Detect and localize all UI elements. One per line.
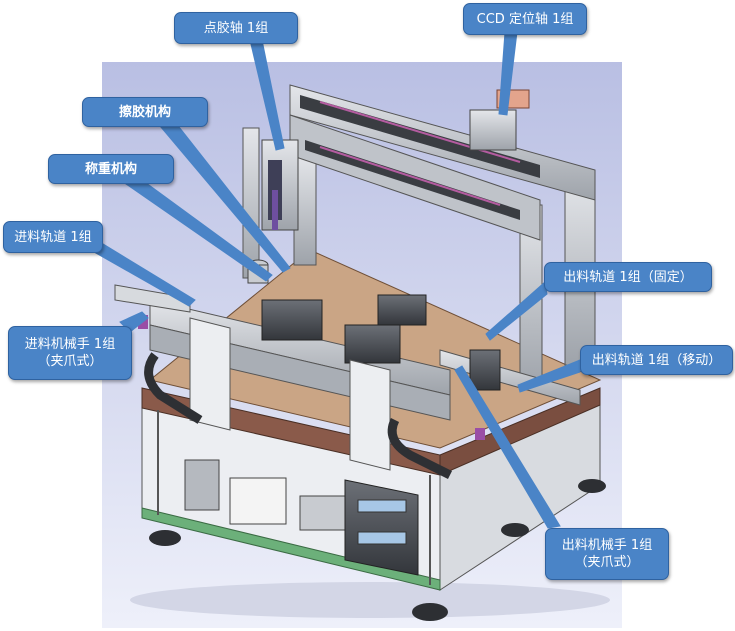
- callout-infeed-gripper: 进料机械手 1组 （夹爪式）: [8, 326, 132, 380]
- callout-outfeed-track-fixed: 出料轨道 1组（固定）: [544, 262, 712, 292]
- callout-infeed-track: 进料轨道 1组: [3, 221, 103, 253]
- floor-shadow: [130, 582, 610, 618]
- callout-outfeed-track-moving: 出料轨道 1组（移动）: [580, 345, 733, 375]
- callout-wipe-mechanism: 擦胶机构: [82, 97, 208, 127]
- leader-lines: [79, 31, 581, 529]
- callout-outfeed-gripper: 出料机械手 1组 （夹爪式）: [545, 528, 669, 580]
- callout-weigh-mechanism: 称重机构: [48, 154, 174, 184]
- callout-ccd-axis: CCD 定位轴 1组: [463, 3, 587, 35]
- callout-dispense-axis: 点胶轴 1组: [174, 12, 298, 44]
